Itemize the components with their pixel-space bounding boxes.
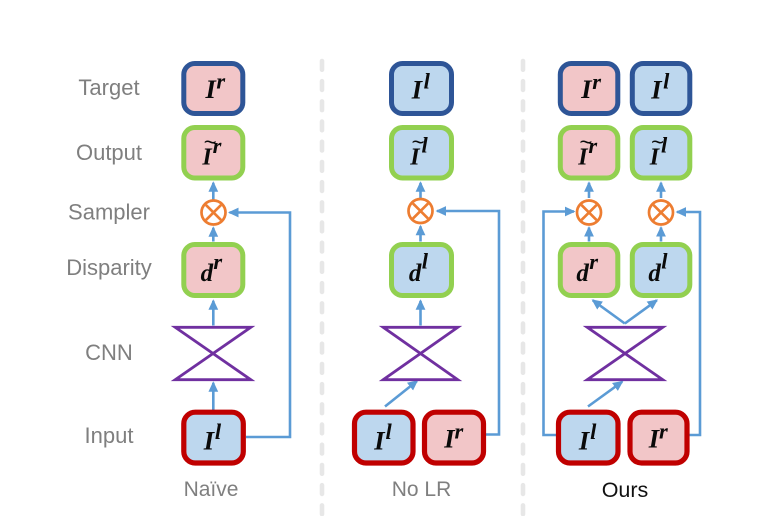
svg-text:I: I bbox=[577, 144, 589, 170]
svg-text:Input: Input bbox=[85, 423, 134, 448]
svg-text:I: I bbox=[409, 144, 421, 170]
svg-text:Sampler: Sampler bbox=[68, 200, 150, 225]
svg-text:I: I bbox=[648, 424, 661, 454]
svg-text:I: I bbox=[201, 144, 213, 170]
svg-text:Ours: Ours bbox=[602, 478, 649, 502]
svg-text:I: I bbox=[650, 75, 663, 105]
svg-text:l: l bbox=[422, 133, 429, 158]
svg-text:d: d bbox=[201, 260, 214, 287]
svg-text:r: r bbox=[588, 133, 597, 158]
svg-text:I: I bbox=[411, 75, 424, 105]
svg-text:Disparity: Disparity bbox=[66, 255, 152, 280]
svg-text:d: d bbox=[409, 260, 422, 287]
svg-text:I: I bbox=[203, 426, 216, 456]
svg-text:l: l bbox=[663, 68, 670, 93]
svg-text:I: I bbox=[443, 424, 456, 454]
svg-text:Output: Output bbox=[76, 140, 142, 165]
svg-text:I: I bbox=[649, 144, 661, 170]
svg-text:d: d bbox=[648, 260, 661, 287]
svg-text:~: ~ bbox=[412, 130, 425, 155]
svg-text:l: l bbox=[215, 419, 222, 444]
svg-text:~: ~ bbox=[651, 130, 664, 155]
svg-text:l: l bbox=[661, 249, 668, 274]
svg-text:r: r bbox=[213, 249, 222, 274]
svg-text:Naïve: Naïve bbox=[184, 478, 239, 501]
svg-text:l: l bbox=[590, 419, 597, 444]
svg-text:I: I bbox=[373, 426, 386, 456]
svg-text:CNN: CNN bbox=[85, 340, 133, 365]
svg-text:r: r bbox=[589, 249, 598, 274]
svg-text:r: r bbox=[592, 69, 601, 94]
svg-text:d: d bbox=[576, 260, 589, 287]
svg-text:r: r bbox=[455, 418, 464, 443]
svg-text:r: r bbox=[213, 133, 222, 158]
svg-text:I: I bbox=[205, 74, 218, 104]
svg-text:No LR: No LR bbox=[392, 478, 452, 501]
svg-text:l: l bbox=[422, 249, 429, 274]
svg-text:I: I bbox=[578, 426, 591, 456]
svg-text:~: ~ bbox=[204, 130, 217, 155]
svg-text:l: l bbox=[661, 133, 668, 158]
svg-text:~: ~ bbox=[580, 130, 593, 155]
svg-text:r: r bbox=[216, 69, 225, 94]
svg-text:l: l bbox=[424, 68, 431, 93]
svg-text:Target: Target bbox=[78, 75, 139, 100]
svg-text:r: r bbox=[659, 418, 668, 443]
svg-text:I: I bbox=[580, 74, 593, 104]
svg-text:l: l bbox=[386, 419, 393, 444]
